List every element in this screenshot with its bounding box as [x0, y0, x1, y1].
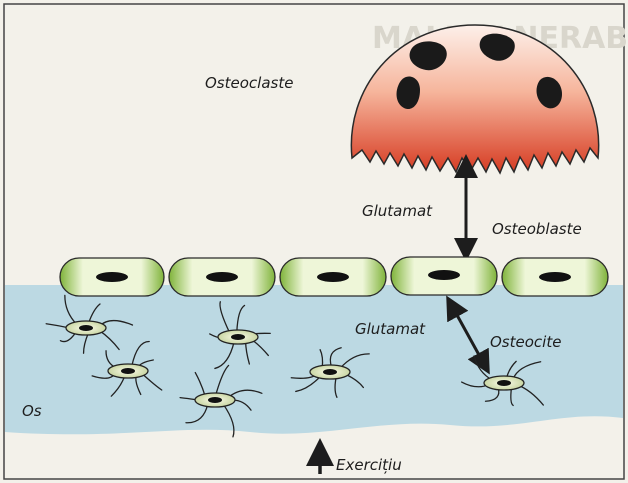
label-os: Os	[22, 402, 42, 420]
label-osteoblaste: Osteoblaste	[492, 220, 582, 238]
label-osteoclaste: Osteoclaste	[205, 74, 293, 92]
osteoblast-layer	[60, 257, 608, 296]
osteoblast-nucleus	[206, 272, 238, 282]
bone-region	[5, 285, 623, 434]
osteoblast-nucleus	[539, 272, 571, 282]
osteocyte-nucleus	[231, 334, 245, 340]
label-exercitiu: Exercițiu	[336, 456, 402, 474]
label-glutamat-bottom: Glutamat	[355, 320, 425, 338]
osteocyte-nucleus	[208, 397, 222, 403]
label-osteocite: Osteocite	[490, 333, 561, 351]
osteocyte-nucleus	[323, 369, 337, 375]
osteocyte-nucleus	[121, 368, 135, 374]
osteocyte-nucleus	[79, 325, 93, 331]
label-glutamat-top: Glutamat	[362, 202, 432, 220]
osteoblast-nucleus	[96, 272, 128, 282]
osteocyte-nucleus	[497, 380, 511, 386]
osteoblast-nucleus	[428, 270, 460, 280]
osteoblast-nucleus	[317, 272, 349, 282]
